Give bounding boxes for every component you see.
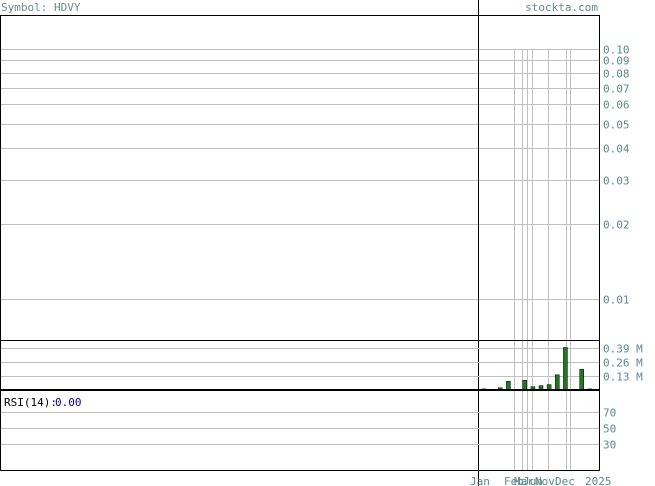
symbol-label: Symbol: HDVY bbox=[1, 1, 81, 14]
price-tick-label: 0.06 bbox=[603, 99, 630, 112]
x-tick-label: Nov bbox=[535, 475, 555, 486]
volume-bar bbox=[506, 381, 511, 391]
site-name: stockta.com bbox=[525, 1, 598, 14]
price-tick-label: 0.02 bbox=[603, 219, 630, 232]
symbol-label-text: Symbol: bbox=[1, 1, 47, 14]
x-tick-label: Dec bbox=[555, 475, 575, 486]
price-tick-label: 0.05 bbox=[603, 119, 630, 132]
volume-bar bbox=[522, 379, 527, 391]
rsi-frame bbox=[0, 390, 600, 471]
symbol-value: HDVY bbox=[54, 1, 81, 14]
volume-bar bbox=[563, 347, 568, 391]
price-tick-label: 0.01 bbox=[603, 294, 630, 307]
rsi-label: RSI(14): bbox=[4, 396, 57, 409]
x-tick-label: Feb bbox=[504, 475, 524, 486]
volume-tick-label: 0.13 M bbox=[603, 371, 643, 384]
volume-bar bbox=[555, 374, 560, 391]
price-tick-label: 0.09 bbox=[603, 55, 630, 68]
price-frame bbox=[0, 15, 600, 341]
x-tick-label: Jan bbox=[470, 475, 490, 486]
volume-panel: 0.39 M0.26 M0.13 M bbox=[0, 340, 643, 391]
volume-bar bbox=[579, 369, 584, 391]
price-tick-label: 0.10 bbox=[603, 44, 630, 57]
price-tick-label: 0.04 bbox=[603, 143, 630, 156]
rsi-value: 0.00 bbox=[55, 396, 82, 409]
rsi-tick-label: 50 bbox=[603, 423, 616, 436]
volume-frame bbox=[0, 340, 600, 390]
x-tick-label: 2025 bbox=[585, 475, 612, 486]
rsi-panel: 70 50 30 RSI(14):0.00 bbox=[0, 390, 616, 471]
rsi-tick-label: 70 bbox=[603, 407, 616, 420]
x-tick-label: Mar bbox=[514, 475, 534, 486]
price-tick-label: 0.07 bbox=[603, 83, 630, 96]
x-tick-label: Jun bbox=[523, 475, 543, 486]
volume-tick-label: 0.26 M bbox=[603, 357, 643, 370]
price-tick-label: 0.08 bbox=[603, 68, 630, 81]
volume-tick-label: 0.39 M bbox=[603, 343, 643, 356]
rsi-tick-label: 30 bbox=[603, 439, 616, 452]
price-tick-label: 0.03 bbox=[603, 175, 630, 188]
price-panel: 0.100.090.08 0.07 0.06 0.05 0.04 0.03 0.02 0.01 bbox=[0, 0, 630, 486]
